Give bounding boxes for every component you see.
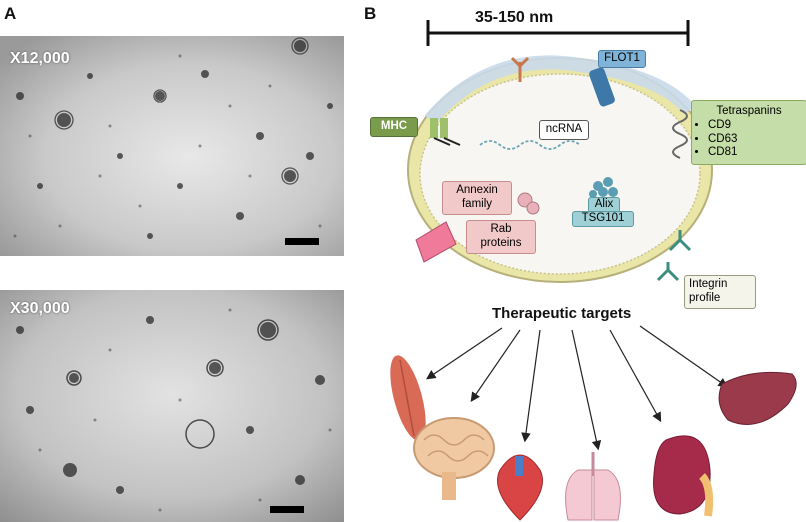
ncrna-label: ncRNA (539, 120, 589, 140)
flot1-protein (589, 67, 615, 107)
annexin-label: Annexin family (442, 181, 512, 215)
tsg101-label: TSG101 (572, 211, 634, 227)
rab-label: Rab proteins (466, 220, 536, 254)
therapeutic-targets-title: Therapeutic targets (492, 305, 632, 322)
lungs-organ (565, 452, 621, 521)
liver-organ (718, 371, 797, 425)
magnification-label-bottom: X30,000 (10, 300, 70, 317)
receptor-top (510, 56, 530, 82)
size-range-label: 35-150 nm (475, 9, 554, 26)
tetraspanins-title: Tetraspanins (716, 105, 782, 117)
mhc-molecule (430, 118, 461, 146)
target-arrows (426, 325, 728, 451)
heart-organ (497, 454, 543, 521)
size-bracket (426, 20, 690, 46)
scale-bar-top (285, 238, 319, 245)
alix-cluster (589, 177, 618, 198)
magnification-label-top: X12,000 (10, 50, 70, 67)
tetraspanin-item: CD9 (708, 119, 802, 133)
kidney-organ (653, 435, 714, 517)
em-micrograph-top (0, 36, 344, 256)
tetraspanin-item: CD63 (708, 133, 802, 147)
brain-organ (413, 417, 495, 500)
rab-protein-shape (415, 221, 457, 263)
mhc-label: MHC (370, 117, 418, 137)
vesicle-membrane-top (424, 55, 696, 125)
annexin-protein (517, 192, 540, 215)
scale-bar-bottom (270, 506, 304, 513)
integrin-receptors (656, 230, 692, 282)
muscle-organ (390, 355, 426, 441)
em-micrograph-bottom (0, 290, 344, 522)
tetraspanin-coil (672, 109, 688, 159)
tetraspanin-item: CD81 (708, 146, 802, 160)
panel-a-letter: A (4, 4, 17, 23)
flot1-label: FLOT1 (598, 50, 646, 68)
panel-b-letter: B (364, 4, 377, 23)
vesicle-lumen (419, 73, 701, 275)
integrin-label: Integrin profile (684, 275, 756, 309)
exosome-diagram: 35-150 nm FLOT1 MHC ncRNA Tetraspanins C… (350, 0, 806, 522)
tetraspanins-box: Tetraspanins CD9 CD63 CD81 (691, 100, 806, 166)
